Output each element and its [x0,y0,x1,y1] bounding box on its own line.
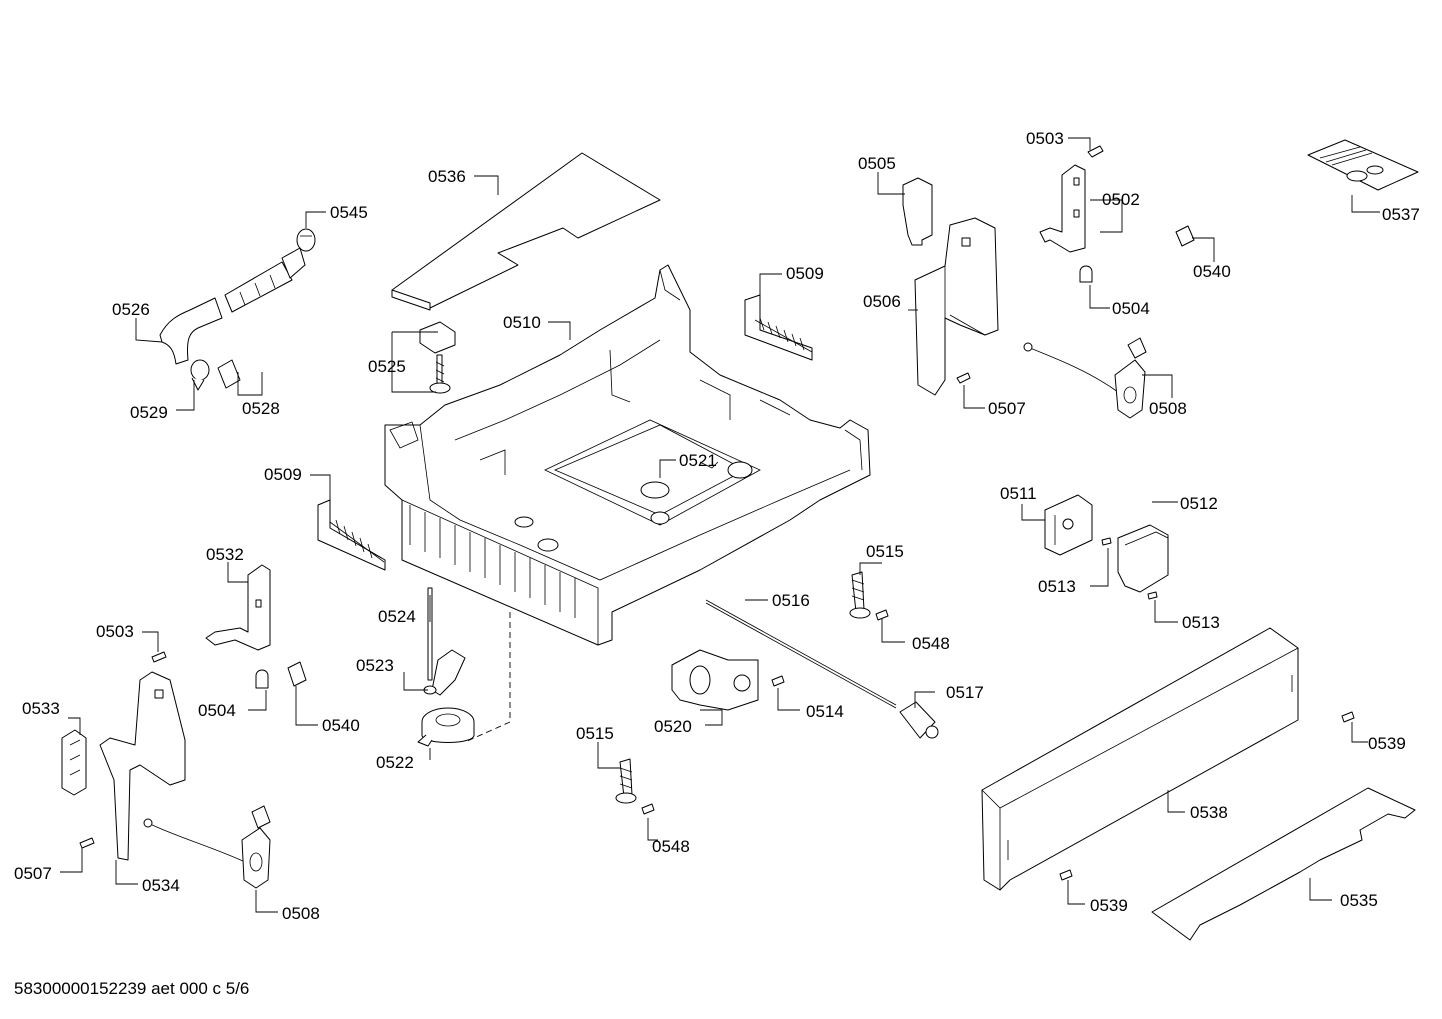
part-0548-screws [641,609,889,815]
label-0509-upper: 0509 [786,264,824,283]
label-0540-upper: 0540 [1193,262,1231,281]
part-0529-clamp [190,359,210,391]
label-0517: 0517 [946,683,984,702]
label-0532: 0532 [206,545,244,564]
part-0513-screws [1101,537,1158,600]
part-0516-rod [705,599,897,709]
label-0505: 0505 [858,154,896,173]
label-0534: 0534 [142,876,180,895]
part-0536-cover-plate [391,152,661,311]
label-0515-upper: 0515 [866,542,904,561]
part-0509-spring-bracket-upper [744,294,813,361]
part-0523-bracket [423,649,466,696]
part-0540-clip-lower [287,661,307,687]
part-0533-block [61,729,87,796]
document-code: 58300000152239 aet 000 c 5/6 [14,979,250,998]
label-0524: 0524 [378,607,416,626]
part-0517-end-cap [899,701,939,739]
part-0506-side-bracket [914,217,999,396]
label-0504-upper: 0504 [1112,299,1150,318]
part-0507-screw-lower [79,837,95,849]
label-0502: 0502 [1102,190,1140,209]
part-0526-drain-hose [159,247,306,365]
label-0533: 0533 [22,699,60,718]
part-0524-rod [427,587,433,681]
label-0506: 0506 [863,292,901,311]
part-0504-clip-lower [255,669,269,689]
part-0509-spring-bracket-lower [317,499,386,571]
part-0508-sensor-upper [1023,337,1147,419]
label-0509-lower: 0509 [264,465,302,484]
part-0510-base-tub [384,264,871,646]
label-0507-upper: 0507 [988,399,1026,418]
label-0522: 0522 [376,753,414,772]
label-0513-right: 0513 [1182,613,1220,632]
label-0536: 0536 [428,167,466,186]
part-0540-clip-upper [1175,225,1195,247]
part-0503-screw-lower [151,651,167,663]
part-0532-bracket [205,564,271,651]
label-0548-lower: 0548 [652,837,690,856]
label-0528: 0528 [242,399,280,418]
part-0508-sensor-lower [143,805,271,889]
label-0503-upper: 0503 [1026,129,1064,148]
label-0513-left: 0513 [1038,577,1076,596]
part-0521-valve-seat [699,461,719,469]
part-0534-side-bracket [99,671,186,861]
part-0503-screw-upper [1087,145,1104,158]
part-0514-screw [771,675,785,687]
part-0545-clamp [296,228,316,252]
part-0507-screw-upper [956,372,971,384]
part-0511-housing [1044,494,1093,556]
part-0520-inlet-valve [671,649,759,711]
label-0523: 0523 [356,656,394,675]
label-0511: 0511 [1000,484,1037,503]
part-0539-screws [1059,711,1355,881]
label-0503-lower: 0503 [96,622,134,641]
label-0520: 0520 [654,717,692,736]
label-0535: 0535 [1340,891,1378,910]
part-0515-leg-lower [615,758,637,804]
label-0548-upper: 0548 [912,634,950,653]
label-0526: 0526 [112,300,150,319]
label-0508-lower: 0508 [282,904,320,923]
part-0504-clip-upper [1079,265,1093,283]
label-0507-lower: 0507 [14,864,52,883]
label-0516: 0516 [772,591,810,610]
label-0504-lower: 0504 [198,701,236,720]
label-0525: 0525 [368,357,406,376]
label-0529: 0529 [130,403,168,422]
part-0537-parts-bag [1307,139,1419,191]
label-0508-upper: 0508 [1149,399,1187,418]
label-0515-lower: 0515 [576,724,614,743]
part-0505-bracket [902,177,933,246]
part-0525-float [419,321,456,394]
label-0514: 0514 [806,702,844,721]
label-0538: 0538 [1190,803,1228,822]
label-0539-upper: 0539 [1368,734,1406,753]
label-0521: 0521 [679,451,717,470]
part-0538-front-plinth [981,627,1299,891]
label-0539-lower: 0539 [1090,896,1128,915]
label-0537: 0537 [1382,205,1420,224]
part-0522-pump [417,707,475,747]
part-0535-strip [1151,787,1416,941]
part-0528-clip [217,359,241,389]
part-0502-bracket [1039,164,1086,253]
label-0512: 0512 [1180,494,1218,513]
part-0512-cover [1117,524,1169,593]
leader-lines [60,137,1380,913]
label-0545: 0545 [330,203,368,222]
label-0540-lower: 0540 [322,716,360,735]
part-0515-leg-upper [849,571,871,619]
assembly-dashed-lines [464,612,511,743]
label-0510: 0510 [503,313,541,332]
part-labels: 0536 0545 0526 0529 0528 0525 0510 0509 … [14,129,1420,923]
